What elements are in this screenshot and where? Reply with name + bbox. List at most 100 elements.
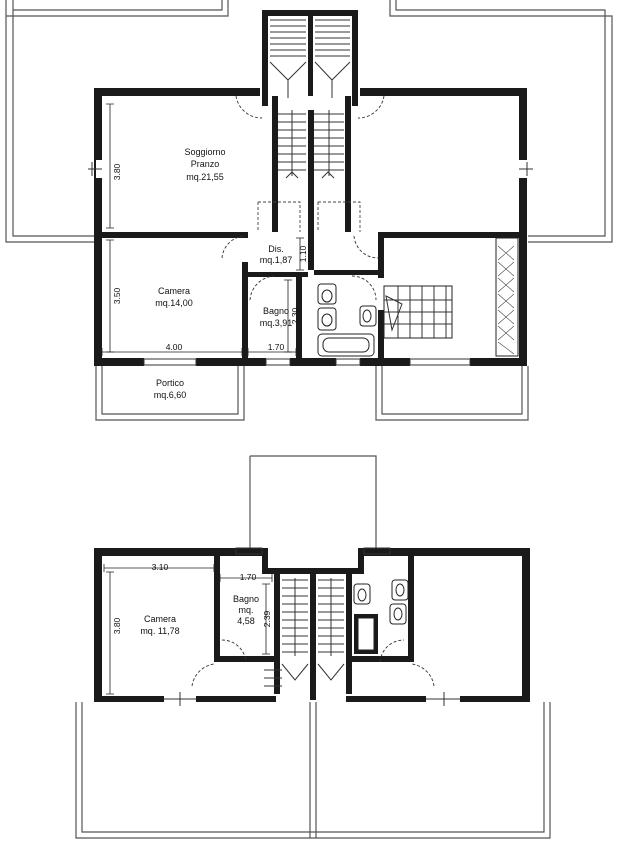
wall-bagno-right	[296, 277, 302, 358]
wall-stair-center	[308, 110, 314, 270]
bagno-name: Bagno	[263, 306, 289, 316]
camera-upper-dim-w: 3.10	[152, 562, 169, 572]
wall-stair-upper-left	[274, 574, 280, 694]
camera-dim-w: 4.00	[166, 342, 183, 352]
portico-right-outline	[375, 366, 529, 421]
dim-bagno-upper-h	[262, 583, 270, 655]
upper-bathroom-fixtures	[353, 579, 409, 654]
dim-camera-w	[101, 348, 243, 356]
bagno-dim-h: 2.30	[290, 307, 300, 324]
stair-core-center	[308, 16, 313, 96]
wall-bagno-upper-bottom	[220, 656, 274, 662]
dim-camera-upper-w	[103, 564, 215, 572]
dis-name: Dis.	[268, 244, 284, 254]
door-swing	[351, 275, 377, 301]
window	[235, 547, 263, 555]
window	[335, 358, 361, 366]
wall-bath2-top	[314, 270, 378, 275]
bed-icon	[383, 285, 453, 339]
portico-name: Portico	[156, 378, 184, 388]
dim-bagno-h	[284, 279, 292, 353]
soggiorno-area: mq.21,55	[186, 172, 224, 182]
bagno-area: mq.3,91	[260, 318, 293, 328]
window-left	[88, 162, 102, 176]
roof-outline-top	[250, 455, 377, 548]
ground-floor-plan: Soggiorno Pranzo mq.21,55 3.80 Dis. mq.1…	[5, 0, 613, 421]
stairs-upper	[264, 578, 345, 687]
wall-bedroom-left-2	[378, 310, 384, 358]
bathroom-fixtures	[317, 283, 377, 357]
outer-wall-right	[519, 178, 527, 366]
bagno-dim-w: 1.70	[268, 342, 285, 352]
door-swing	[411, 663, 435, 687]
window-right	[519, 162, 533, 176]
upper-wall-bottom-4	[460, 696, 530, 702]
dim-camera-upper-h	[106, 571, 114, 695]
outer-wall-bottom-2	[196, 358, 266, 366]
window	[265, 358, 291, 366]
wall-bagno-top	[248, 272, 308, 277]
outer-wall-bottom-1	[94, 358, 144, 366]
upper-stair-core-wall	[262, 548, 364, 574]
outer-wall-left	[94, 228, 102, 366]
wall-bedroom-left	[378, 238, 384, 278]
soggiorno-name-2: Pranzo	[191, 159, 220, 169]
door-swing	[221, 639, 247, 663]
dim-bagno-upper-w	[219, 574, 273, 582]
upper-wall-top-right	[360, 548, 530, 702]
window	[164, 692, 196, 706]
dis-dim: 1.10	[298, 245, 308, 262]
wall-stair-upper-center	[310, 570, 316, 700]
camera-upper-name: Camera	[144, 614, 176, 624]
left-terrace-inner	[12, 0, 96, 237]
door-swing	[235, 95, 263, 119]
soggiorno-dim: 3.80	[112, 163, 122, 180]
door-swing	[249, 275, 275, 301]
stair-core-right	[352, 10, 358, 106]
window	[143, 358, 197, 366]
bagno-upper-dim-h: 2.39	[262, 610, 272, 627]
window	[363, 547, 391, 555]
bagno-upper-area: 4,58	[237, 616, 255, 626]
bagno-upper-name: Bagno	[233, 594, 259, 604]
upper-wall-bottom-2	[196, 696, 276, 702]
portico-left-outline	[95, 366, 245, 421]
wall-camera-right	[242, 262, 248, 358]
wall-stair-upper-right	[346, 574, 352, 694]
wardrobe-icon	[495, 237, 519, 357]
stair-core-left	[262, 10, 268, 106]
wall-stair-left	[272, 96, 278, 232]
camera-area: mq.14,00	[155, 298, 193, 308]
lower-terrace-outline	[75, 702, 551, 839]
bagno-upper-dim-w: 1.70	[240, 572, 257, 582]
camera-name: Camera	[158, 286, 190, 296]
camera-upper-dim-h: 3.80	[112, 617, 122, 634]
outer-wall-top-right	[360, 88, 527, 160]
door-swing	[353, 235, 379, 259]
door-swing	[221, 235, 245, 259]
wall-camera-upper-right	[214, 556, 220, 662]
wall-right-room-left	[408, 556, 414, 662]
window	[426, 692, 460, 706]
right-terrace-inner	[395, 0, 606, 237]
wall-stair-right	[345, 96, 351, 232]
lower-terrace-divider	[309, 702, 317, 838]
upper-wall-left	[94, 600, 102, 702]
upper-floor-plan: 3.10 Camera mq. 11,78 3.80 1.70 Bagno mq…	[75, 455, 551, 839]
stairs-ground	[257, 19, 361, 232]
bagno-upper-area-label: mq.	[238, 605, 253, 615]
outer-wall-top-left	[94, 88, 260, 228]
left-terrace-outline	[5, 0, 96, 243]
soggiorno-name: Soggiorno	[184, 147, 225, 157]
upper-wall-bottom-1	[94, 696, 164, 702]
wall-bedroom-top	[378, 232, 519, 238]
camera-dim-h: 3.50	[112, 287, 122, 304]
wall-camera-top	[102, 232, 248, 238]
door-swing	[379, 639, 405, 663]
outer-wall-bottom-5	[470, 358, 527, 366]
upper-wall-bottom-3	[346, 696, 426, 702]
portico-area: mq.6,60	[154, 390, 187, 400]
door-swing	[357, 95, 385, 119]
outer-wall-bottom-3	[290, 358, 336, 366]
dim-soggiorno	[106, 103, 114, 229]
